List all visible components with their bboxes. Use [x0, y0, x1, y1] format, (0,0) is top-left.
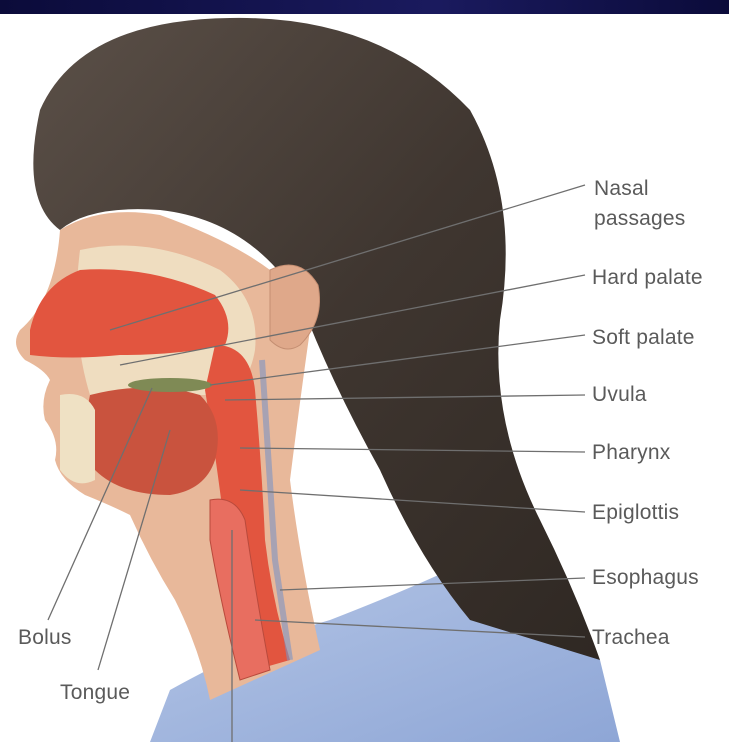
label-soft-palate: Soft palate — [592, 325, 695, 350]
label-pharynx: Pharynx — [592, 440, 670, 465]
label-bolus: Bolus — [18, 625, 72, 650]
jaw — [60, 394, 95, 483]
ear — [270, 265, 320, 349]
label-uvula: Uvula — [592, 382, 647, 407]
label-trachea: Trachea — [592, 625, 670, 650]
label-epiglottis: Epiglottis — [592, 500, 679, 525]
label-tongue: Tongue — [60, 680, 130, 705]
label-hard-palate: Hard palate — [592, 265, 703, 290]
label-esophagus: Esophagus — [592, 565, 699, 590]
label-nasal-passages-line1: Nasal — [594, 176, 649, 201]
bolus-shape — [128, 378, 212, 392]
label-nasal-passages-line2: passages — [594, 206, 686, 231]
